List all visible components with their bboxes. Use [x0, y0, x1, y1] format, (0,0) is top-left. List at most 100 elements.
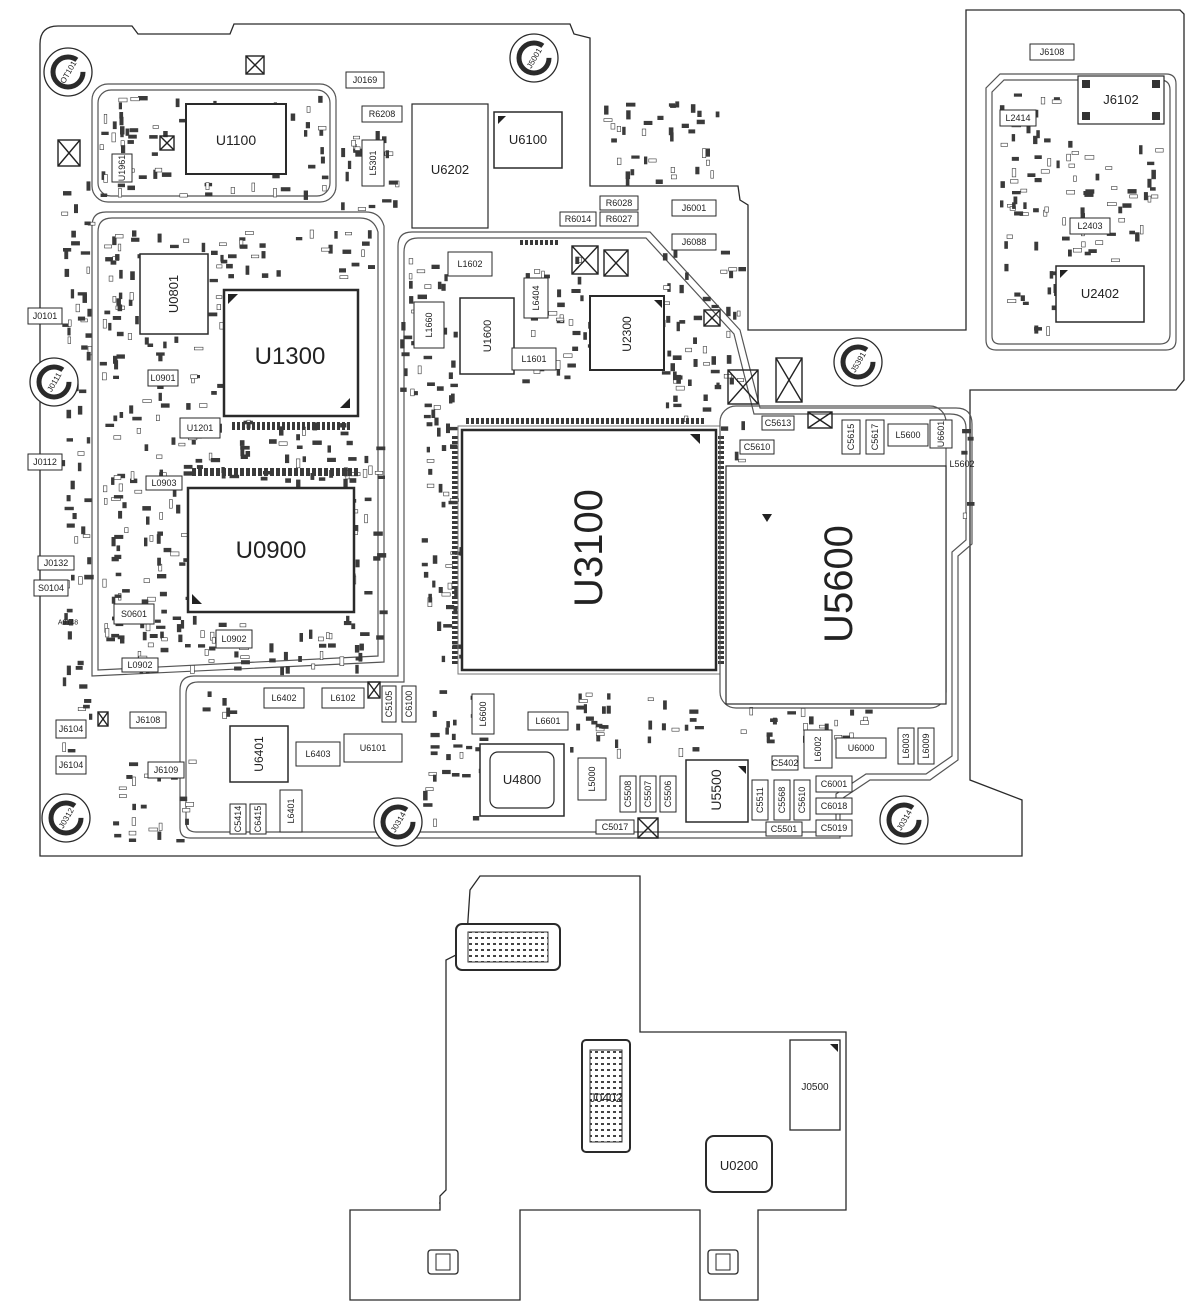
smd-part: [318, 477, 326, 481]
smd-part: [1147, 195, 1152, 203]
smd-part: [728, 267, 738, 272]
smd-part: [373, 531, 383, 536]
edge-pad: [312, 468, 316, 476]
smd-part: [126, 774, 133, 779]
smd-part: [432, 710, 437, 717]
connector-j0500: J0500: [789, 1039, 841, 1131]
smd-part: [285, 666, 290, 674]
part-l1602: L1602: [447, 251, 493, 277]
edge-pad: [452, 596, 458, 599]
smd-part: [438, 586, 443, 593]
smd-part: [1011, 168, 1017, 178]
part-c5019: C5019: [815, 819, 853, 837]
smd-part: [116, 545, 121, 552]
smd-part: [1068, 249, 1072, 257]
smd-part: [673, 403, 682, 408]
edge-pad: [586, 418, 589, 424]
smd-part: [431, 409, 436, 418]
smd-part: [738, 266, 747, 272]
smd-part: [1122, 203, 1132, 208]
smd-part: [446, 721, 450, 728]
smd-part: [693, 358, 698, 367]
smd-part: [117, 304, 123, 312]
smd-part: [705, 148, 711, 157]
smd-part: [1011, 156, 1019, 161]
smd-part: [448, 372, 453, 380]
smd-part: [104, 310, 111, 315]
smd-part: [451, 772, 460, 777]
smd-part: [138, 96, 148, 101]
smd-part: [240, 445, 250, 450]
smd-part: [119, 411, 124, 418]
edge-pad: [718, 581, 724, 584]
part-s0601: S0601: [113, 603, 155, 625]
edge-pad: [452, 466, 458, 469]
edge-pad: [466, 418, 469, 424]
edge-pad: [452, 526, 458, 529]
edge-pad: [348, 468, 352, 476]
smd-part: [251, 254, 260, 259]
smd-part: [803, 723, 808, 731]
smd-part: [132, 416, 142, 421]
smd-part: [555, 317, 565, 322]
x-mark: [367, 681, 381, 699]
smd-part: [185, 818, 189, 825]
smd-part: [103, 485, 108, 493]
edge-pad: [701, 418, 704, 424]
smd-part: [1020, 188, 1028, 193]
part-label: R6028: [606, 198, 633, 208]
smd-part: [180, 619, 185, 629]
smd-part: [726, 355, 732, 364]
smd-part: [149, 135, 158, 139]
part-c6001: C6001: [815, 775, 853, 793]
smd-part: [583, 332, 587, 340]
smd-part: [447, 582, 453, 590]
part-l0902: L0902: [215, 629, 253, 649]
edge-pad: [452, 531, 458, 534]
edge-pad: [718, 496, 724, 499]
smd-part: [66, 409, 72, 419]
smd-part: [703, 394, 708, 401]
edge-pad: [452, 446, 458, 449]
smd-part: [116, 331, 124, 337]
smd-part: [77, 405, 83, 415]
smd-part: [195, 458, 203, 463]
part-c5017: C5017: [595, 819, 635, 835]
part-label: C5508: [623, 781, 633, 808]
part-c5568: C5568: [773, 779, 791, 821]
smd-part: [64, 251, 69, 260]
edge-pad: [541, 418, 544, 424]
edge-pad: [545, 240, 548, 245]
edge-pad: [511, 418, 514, 424]
smd-part: [1129, 194, 1138, 199]
smd-part: [1080, 207, 1085, 214]
smd-part: [401, 321, 406, 331]
part-label: L0902: [221, 634, 246, 644]
part-label: U1961: [117, 155, 127, 182]
smd-part: [111, 477, 115, 485]
smd-part: [408, 280, 413, 289]
part-l6600: L6600: [471, 693, 495, 735]
edge-pad: [718, 536, 724, 539]
smd-part: [239, 440, 245, 446]
edge-pad: [452, 491, 458, 494]
part-c5613: C5613: [761, 415, 795, 431]
smd-part: [1034, 155, 1042, 160]
smd-part: [251, 182, 255, 192]
smd-part: [441, 445, 447, 451]
edge-pad: [681, 418, 684, 424]
smd-part: [451, 360, 456, 368]
smd-part: [622, 126, 626, 135]
smd-part: [114, 534, 124, 539]
smd-part: [400, 387, 407, 392]
smd-part: [690, 104, 696, 113]
smd-part: [1004, 241, 1008, 249]
smd-part: [432, 555, 438, 564]
smd-part: [368, 204, 376, 209]
edge-pad: [452, 641, 458, 644]
smd-part: [616, 126, 621, 132]
edge-pad: [718, 466, 724, 469]
smd-part: [147, 642, 154, 648]
smd-part: [339, 656, 345, 666]
smd-part: [688, 129, 696, 134]
